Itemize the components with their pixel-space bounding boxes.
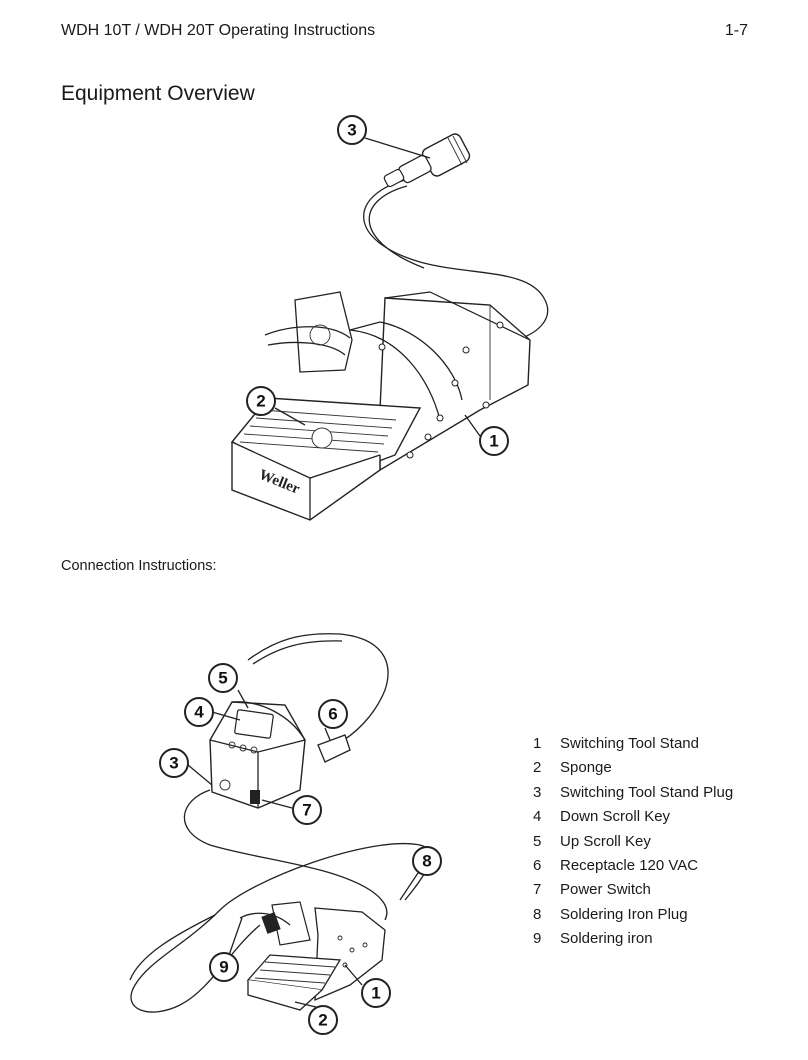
header-title: WDH 10T / WDH 20T Operating Instructions <box>61 22 376 39</box>
stand-cable-2 <box>183 789 388 921</box>
callout-6: 6 <box>318 699 348 729</box>
station-unit-drawing <box>209 701 306 809</box>
svg-text:4: 4 <box>194 703 204 722</box>
callout-9: 9 <box>209 952 239 982</box>
callout-8: 8 <box>412 846 442 876</box>
callout-7: 7 <box>292 795 322 825</box>
svg-text:5: 5 <box>218 669 227 688</box>
section-title: Equipment Overview <box>61 82 255 105</box>
svg-text:3: 3 <box>347 121 356 140</box>
svg-text:2: 2 <box>256 392 265 411</box>
svg-text:8: 8 <box>422 852 431 871</box>
svg-text:1: 1 <box>371 984 380 1003</box>
callout-2: 2 <box>246 386 276 416</box>
svg-text:6: 6 <box>328 705 337 724</box>
callout-4: 4 <box>184 697 214 727</box>
svg-text:3: 3 <box>169 754 178 773</box>
page-number: 1-7 <box>724 22 748 39</box>
callout-5: 5 <box>208 663 238 693</box>
power-cable <box>247 633 389 746</box>
callout-3: 3 <box>337 115 367 145</box>
equipment-overview-figure: Weller 3 2 1 <box>230 115 549 521</box>
callout-2b: 2 <box>308 1005 338 1035</box>
svg-text:1: 1 <box>489 432 498 451</box>
stand-cable <box>363 179 549 341</box>
svg-text:2: 2 <box>318 1011 327 1030</box>
stand-plug-drawing <box>383 133 471 188</box>
iron-cable <box>130 843 432 1013</box>
connection-heading: Connection Instructions: <box>61 558 217 574</box>
callout-1: 1 <box>479 426 509 456</box>
stand-body-drawing: Weller <box>230 291 531 521</box>
callout-3b: 3 <box>159 748 189 778</box>
callout-1b: 1 <box>361 978 391 1008</box>
svg-text:7: 7 <box>302 801 311 820</box>
svg-text:9: 9 <box>219 958 228 977</box>
stand-with-iron-drawing <box>239 901 386 1011</box>
